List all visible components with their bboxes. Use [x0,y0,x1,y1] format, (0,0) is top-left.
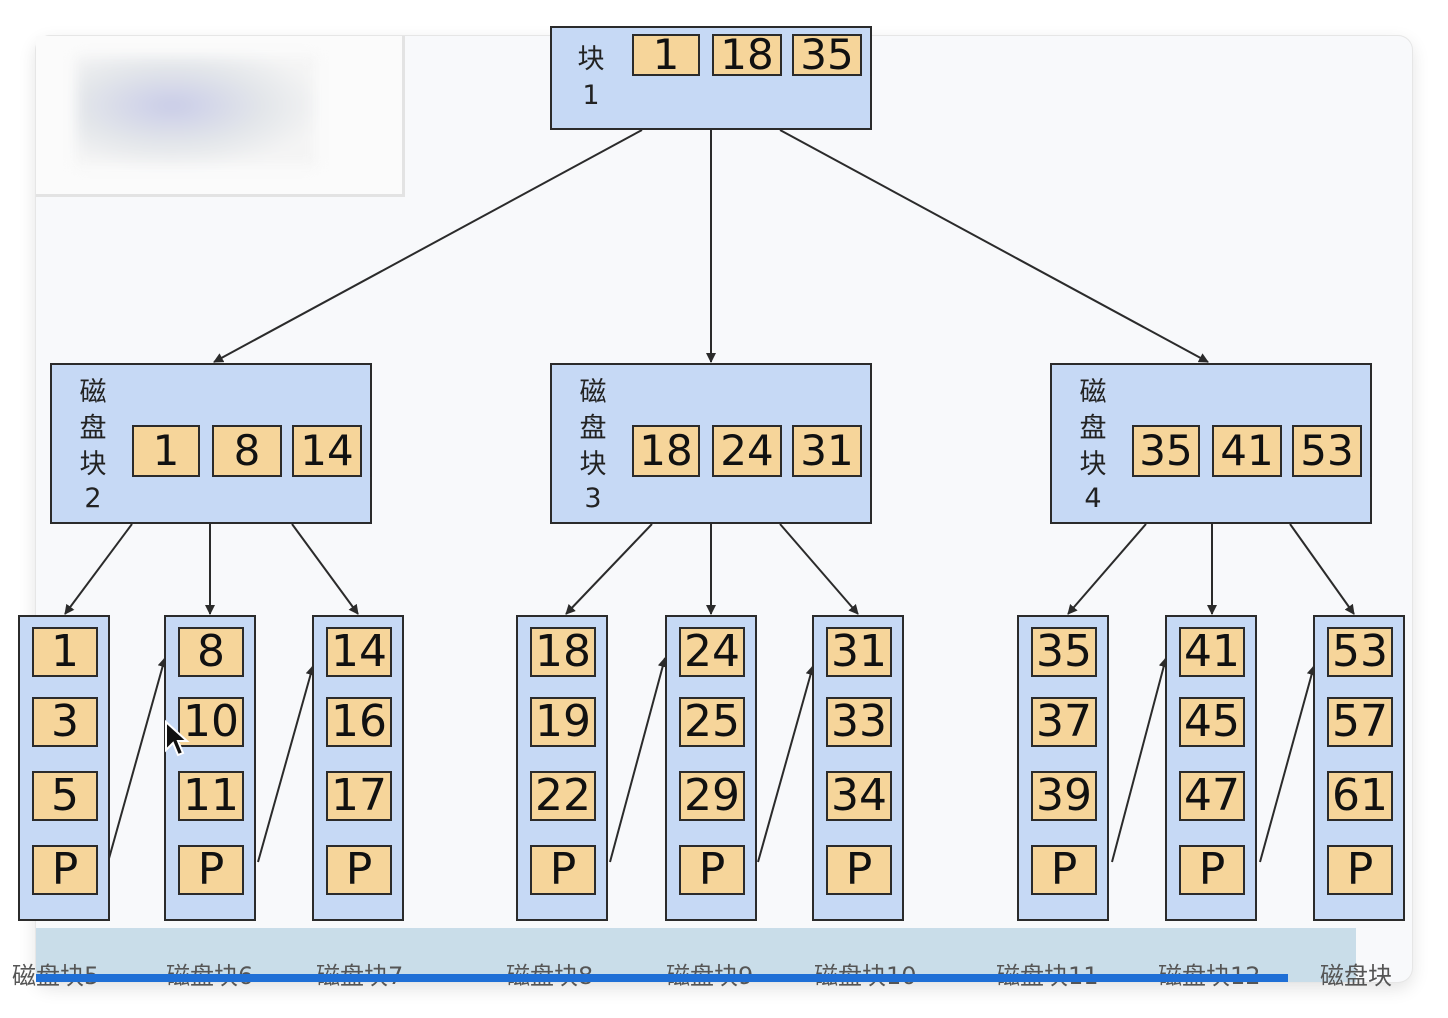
block-label-num: 3 [584,483,602,514]
leaf-key: 11 [178,771,244,821]
leaf-pointer: P [530,845,596,895]
edge-block4-leaf13 [1289,523,1355,615]
leaf-pointer: P [326,845,392,895]
leaf-pointer: P [826,845,892,895]
leaf-key: 41 [1179,627,1245,677]
leaf-key: 5 [32,771,98,821]
leaf-disk-block-11: 35 37 39 P [1017,615,1109,921]
internal-key: 41 [1212,425,1282,477]
screenshot-frame: 块 1 1 18 35 磁 盘 块 2 1 8 14 磁 盘 块 3 18 24… [12,26,1412,990]
leaf-key: 33 [826,697,892,747]
block-label-char: 磁 [79,377,107,408]
block-label-char: 块 [579,449,607,480]
internal-key: 14 [292,425,362,477]
leaf-key: 3 [32,697,98,747]
leaf-pointer: P [679,845,745,895]
leaf-key: 19 [530,697,596,747]
pointer-leaf11-leaf12 [1111,657,1169,863]
internal-disk-block-4: 磁 盘 块 4 35 41 53 [1050,363,1372,524]
edge-root-block4 [779,129,1209,363]
leaf-key: 1 [32,627,98,677]
leaf-disk-block-6: 8 10 11 P [164,615,256,921]
leaf-key: 24 [679,627,745,677]
pointer-leaf6-leaf7 [257,665,316,863]
leaf-pointer: P [32,845,98,895]
edge-root-block2 [213,129,643,363]
edge-block2-leaf5 [64,523,133,615]
waveform-strip [36,928,1356,982]
leaf-pointer: P [1179,845,1245,895]
block-label-char: 盘 [579,413,607,444]
leaf-disk-block-5: 1 3 5 P [18,615,110,921]
edge-block3-leaf8 [565,523,653,615]
leaf-disk-block-9: 24 25 29 P [665,615,757,921]
leaf-disk-block-13: 53 57 61 P [1313,615,1405,921]
pointer-leaf12-leaf13 [1259,665,1317,863]
block-label-char: 块 [79,449,107,480]
root-label-num: 1 [582,80,600,111]
leaf-key: 34 [826,771,892,821]
leaf-key: 57 [1327,697,1393,747]
leaf-pointer: P [1031,845,1097,895]
bottom-label: 磁盘块 [1320,962,1392,990]
video-progress-bar[interactable] [36,974,1288,982]
block-label-char: 块 [1079,449,1107,480]
internal-key: 1 [132,425,200,477]
block-label-char: 磁 [579,377,607,408]
leaf-key: 25 [679,697,745,747]
tree-edges [64,129,1355,863]
leaf-disk-block-10: 31 33 34 P [812,615,904,921]
root-disk-block: 块 1 1 18 35 [550,26,872,130]
leaf-disk-block-8: 18 19 22 P [516,615,608,921]
block-label-char: 盘 [1079,413,1107,444]
leaf-key: 14 [326,627,392,677]
leaf-disk-block-12: 41 45 47 P [1165,615,1257,921]
leaf-key: 47 [1179,771,1245,821]
edge-block3-leaf10 [779,523,859,615]
leaf-pointer: P [1327,845,1393,895]
root-label-char: 块 [577,44,605,75]
internal-key: 24 [712,425,782,477]
block-label-num: 4 [1084,483,1102,514]
internal-key: 35 [1132,425,1200,477]
leaf-key: 29 [679,771,745,821]
edge-block2-leaf7 [291,523,359,615]
leaf-key: 39 [1031,771,1097,821]
leaf-key: 35 [1031,627,1097,677]
root-key: 18 [712,34,782,76]
leaf-pointer: P [178,845,244,895]
leaf-key: 18 [530,627,596,677]
mouse-cursor-icon [165,719,190,757]
leaf-disk-block-7: 14 16 17 P [312,615,404,921]
pointer-leaf9-leaf10 [757,665,816,863]
internal-key: 31 [792,425,862,477]
internal-disk-block-2: 磁 盘 块 2 1 8 14 [50,363,372,524]
leaf-key: 37 [1031,697,1097,747]
block-label-char: 磁 [1079,377,1107,408]
internal-disk-block-3: 磁 盘 块 3 18 24 31 [550,363,872,524]
pointer-leaf5-leaf6 [107,657,168,863]
leaf-key: 16 [326,697,392,747]
pointer-leaf8-leaf9 [609,657,668,863]
leaf-key: 45 [1179,697,1245,747]
leaf-key: 10 [178,697,244,747]
leaf-key: 8 [178,627,244,677]
thumbnail-overlay [36,36,405,197]
root-key: 35 [792,34,862,76]
internal-key: 18 [632,425,700,477]
edge-block4-leaf11 [1067,523,1147,615]
block-label-char: 盘 [79,413,107,444]
internal-key: 53 [1292,425,1362,477]
leaf-key: 53 [1327,627,1393,677]
internal-key: 8 [212,425,282,477]
leaf-key: 22 [530,771,596,821]
leaf-key: 17 [326,771,392,821]
root-key: 1 [632,34,700,76]
block-label-num: 2 [84,483,102,514]
leaf-key: 31 [826,627,892,677]
leaf-key: 61 [1327,771,1393,821]
